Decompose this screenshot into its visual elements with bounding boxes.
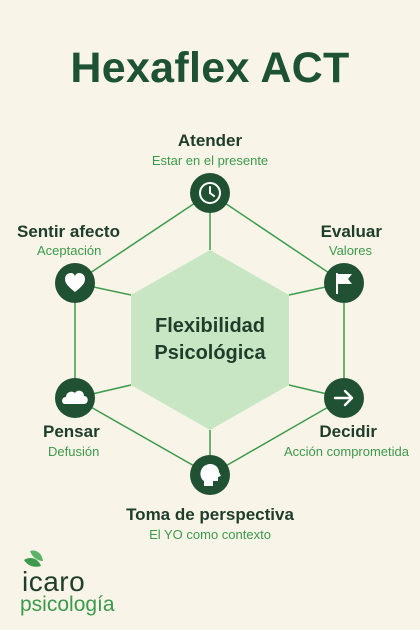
clock-icon [190, 173, 230, 213]
leaf-icon [24, 550, 43, 567]
cloud-icon [55, 378, 95, 418]
center-label-line1: Flexibilidad [154, 315, 266, 337]
heart-icon [55, 263, 95, 303]
node-subtitle-sentir-afecto: Aceptación [37, 243, 102, 258]
node-subtitle-atender: Estar en el presente [151, 153, 269, 168]
node-subtitle-pensar: Defusión [48, 444, 100, 459]
flag-icon [324, 263, 364, 303]
logo-subtitle: psicología [20, 593, 115, 616]
node-subtitle-decidir: Acción comprometida [284, 444, 409, 459]
center-label-line2: Psicológica [154, 342, 266, 364]
node-title-decidir: Decidir [319, 422, 377, 441]
node-title-atender: Atender [177, 131, 243, 150]
page-title: Hexaflex ACT [70, 44, 350, 92]
head-profile-icon [190, 455, 230, 495]
center-label: Flexibilidad Psicológica [130, 313, 290, 367]
center-hexagon [131, 250, 289, 430]
arrow-right-icon [324, 378, 364, 418]
node-title-sentir-afecto: Sentir afecto [17, 222, 120, 241]
node-title-toma-de-perspectiva: Toma de perspectiva [126, 505, 294, 524]
node-subtitle-toma-de-perspectiva: El YO como contexto [149, 527, 271, 542]
node-subtitle-evaluar: Valores [328, 243, 372, 258]
node-title-evaluar: Evaluar [320, 222, 382, 241]
node-title-pensar: Pensar [43, 422, 100, 441]
logo-name: icaro [22, 566, 86, 597]
